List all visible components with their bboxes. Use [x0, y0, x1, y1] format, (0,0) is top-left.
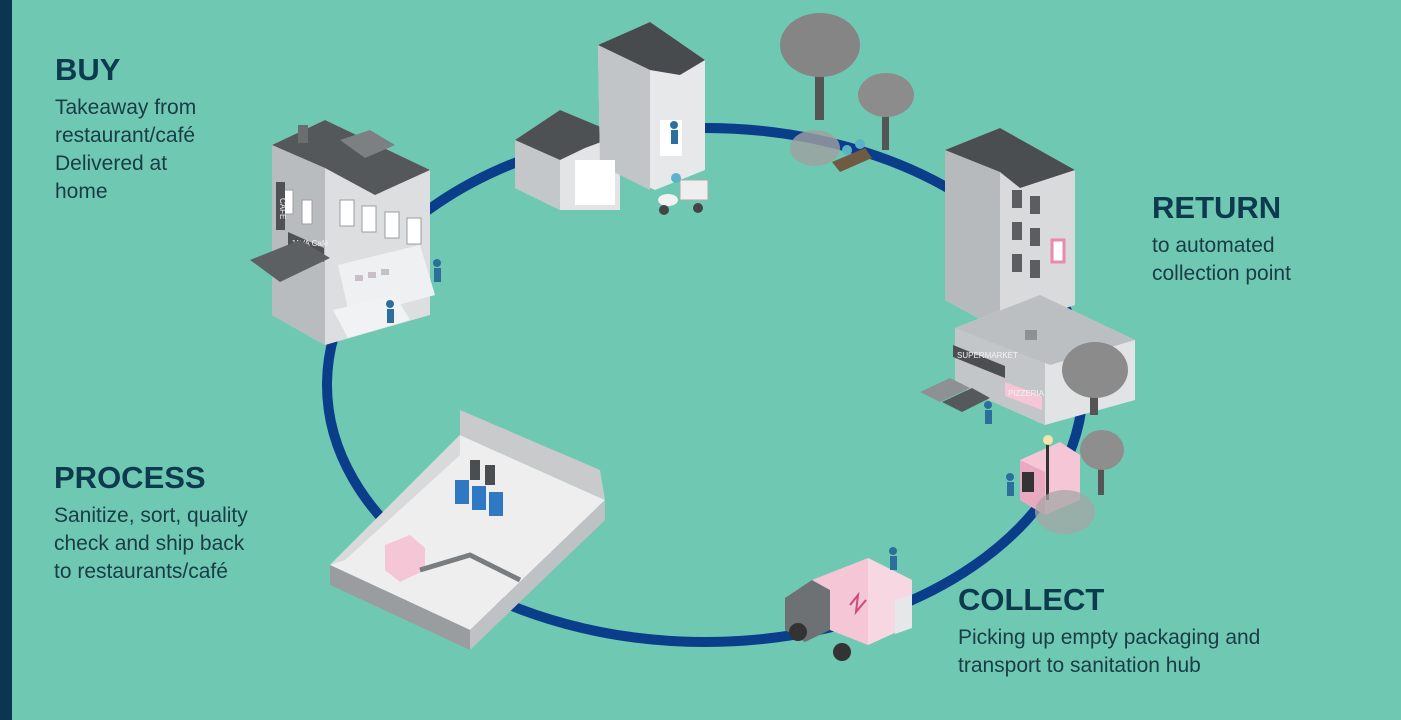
tree-right-icon — [1062, 342, 1128, 495]
person-icon — [386, 121, 1014, 570]
step-collect: COLLECT Picking up empty packaging and t… — [958, 582, 1260, 680]
step-buy-line-2: restaurant/café — [55, 124, 196, 147]
step-return-line-1: to automated — [1152, 234, 1275, 257]
cafe-building-icon: CAFE JAVA Café — [250, 120, 435, 345]
step-collect-title: COLLECT — [958, 582, 1105, 617]
step-return: RETURN to automated collection point — [1152, 190, 1291, 288]
apartment-icon — [945, 128, 1075, 330]
step-process: PROCESS Sanitize, sort, quality check an… — [54, 460, 248, 586]
cafe-sign: CAFE — [278, 198, 287, 219]
delivery-truck-icon — [785, 558, 912, 661]
step-buy-line-3: Delivered at — [55, 152, 168, 175]
supermarket-sign: SUPERMARKET — [957, 351, 1018, 360]
collection-kiosk-icon — [1020, 435, 1095, 534]
step-buy-line-4: home — [55, 180, 108, 203]
step-return-title: RETURN — [1152, 190, 1282, 225]
left-edge-bar — [0, 0, 12, 720]
step-return-line-2: collection point — [1152, 262, 1291, 285]
step-collect-line-1: Picking up empty packaging and — [958, 626, 1261, 649]
scooter-icon — [658, 173, 709, 215]
trees-icon — [780, 13, 914, 166]
java-sign: JAVA Café — [291, 239, 329, 248]
bench-icon — [832, 139, 872, 172]
step-buy: BUY Takeaway from restaurant/café Delive… — [55, 52, 196, 206]
sanitation-hub-icon — [330, 410, 605, 650]
cars-icon — [920, 378, 990, 412]
step-process-line-2: check and ship back — [54, 532, 245, 555]
step-buy-line-1: Takeaway from — [55, 96, 197, 119]
step-process-title: PROCESS — [54, 460, 206, 495]
step-collect-line-2: transport to sanitation hub — [958, 654, 1201, 677]
pizzeria-sign: PIZZERIA — [1008, 389, 1045, 398]
step-process-line-1: Sanitize, sort, quality — [54, 504, 248, 527]
step-process-line-3: to restaurants/café — [54, 560, 228, 583]
step-buy-title: BUY — [55, 52, 121, 87]
houses-icon — [515, 22, 705, 210]
